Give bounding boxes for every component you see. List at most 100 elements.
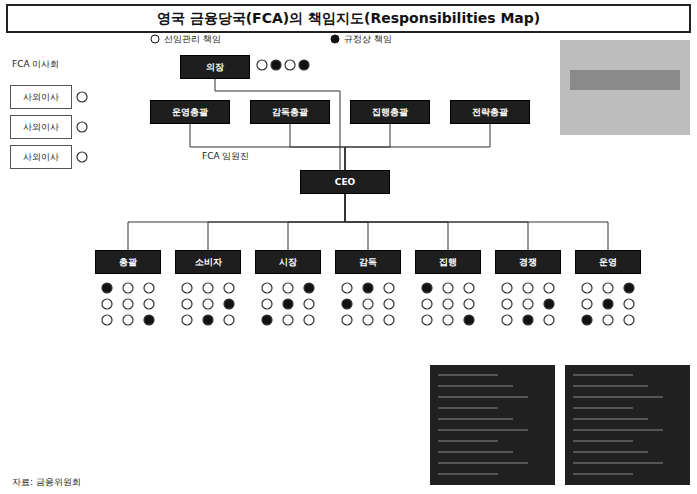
- responsibility-circle: [257, 60, 267, 70]
- screenshot-panel: [565, 365, 690, 485]
- responsibility-circle: [603, 315, 613, 325]
- screen-text-line: [573, 452, 648, 453]
- screen-text-line: [438, 463, 528, 464]
- node-text: 사외이사: [23, 122, 59, 133]
- screen-text-line: [573, 441, 633, 442]
- screen-text-line: [573, 430, 663, 431]
- responsibility-circle: [304, 283, 314, 293]
- role-box: 전략총괄: [450, 100, 530, 124]
- node-text: 전략총괄: [472, 107, 508, 118]
- responsibility-circle: [304, 315, 314, 325]
- role-box: 집행: [415, 250, 481, 274]
- note-label: FCA 이사회: [10, 58, 61, 71]
- responsibility-circle: [523, 283, 533, 293]
- responsibility-circle: [262, 315, 272, 325]
- responsibility-circle: [502, 315, 512, 325]
- org-connector: [288, 194, 345, 250]
- responsibility-circle: [443, 283, 453, 293]
- note-label: FCA 임원진: [200, 150, 251, 163]
- responsibility-circle: [443, 299, 453, 309]
- screen-text-line: [573, 375, 633, 376]
- role-box: 의장: [180, 55, 250, 79]
- role-box: 운영: [575, 250, 641, 274]
- responsibility-circle: [582, 299, 592, 309]
- responsibility-circle: [304, 299, 314, 309]
- responsibility-circle: [384, 299, 394, 309]
- legend-text: 선임관리 책임: [164, 34, 221, 45]
- legend-item: 선임관리 책임: [150, 34, 221, 45]
- responsibility-circle: [203, 283, 213, 293]
- responsibility-circle: [262, 283, 272, 293]
- org-connector: [290, 124, 345, 170]
- screen-text-line: [438, 441, 498, 442]
- responsibility-circle: [283, 315, 293, 325]
- responsibility-circle: [144, 315, 154, 325]
- screen-text-line: [438, 419, 513, 420]
- responsibility-circle: [182, 315, 192, 325]
- responsibility-circle: [299, 60, 309, 70]
- responsibility-circle: [123, 283, 133, 293]
- node-text: CEO: [335, 177, 355, 188]
- legend-symbol: [330, 34, 340, 44]
- org-connector: [345, 124, 490, 170]
- board-box: 사외이사: [10, 85, 72, 109]
- responsibility-circle: [384, 283, 394, 293]
- org-connector: [128, 194, 345, 250]
- responsibility-circle: [102, 283, 112, 293]
- role-box: 집행총괄: [350, 100, 430, 124]
- screen-text-line: [438, 430, 528, 431]
- org-connector: [208, 194, 345, 250]
- responsibility-circle: [624, 283, 634, 293]
- legend-symbol: [150, 34, 160, 44]
- responsibility-circle: [144, 299, 154, 309]
- node-text: 운영: [599, 257, 617, 268]
- responsibility-circle: [544, 315, 554, 325]
- node-text: 집행: [439, 257, 457, 268]
- screen-text-line: [438, 452, 513, 453]
- legend-circle: [331, 35, 339, 43]
- photo-band: [570, 70, 680, 90]
- responsibility-circle: [77, 152, 87, 162]
- responsibility-circle: [363, 299, 373, 309]
- responsibility-circle: [77, 92, 87, 102]
- node-text: 사외이사: [23, 152, 59, 163]
- role-box: CEO: [300, 170, 390, 194]
- responsibility-circle: [102, 299, 112, 309]
- role-box: 감독총괄: [250, 100, 330, 124]
- screen-text-line: [573, 386, 648, 387]
- responsibility-circle: [603, 299, 613, 309]
- responsibility-circle: [502, 299, 512, 309]
- title-bar: 영국 금융당국(FCA)의 책임지도(Responsibilities Map): [6, 4, 691, 33]
- responsibility-circle: [544, 283, 554, 293]
- responsibility-circle: [384, 315, 394, 325]
- responsibility-circle: [123, 315, 133, 325]
- responsibility-circle: [523, 299, 533, 309]
- responsibility-circle: [224, 283, 234, 293]
- responsibility-circle: [502, 283, 512, 293]
- responsibility-circle: [464, 315, 474, 325]
- responsibility-circle: [102, 315, 112, 325]
- responsibility-circle: [224, 315, 234, 325]
- responsibility-circle: [464, 283, 474, 293]
- node-text: 시장: [279, 257, 297, 268]
- responsibility-circle: [262, 299, 272, 309]
- responsibility-circle: [224, 299, 234, 309]
- role-box: 감독: [335, 250, 401, 274]
- role-box: 총괄: [95, 250, 161, 274]
- node-text: 감독총괄: [272, 107, 308, 118]
- responsibility-circle: [77, 122, 87, 132]
- responsibility-circle: [624, 315, 634, 325]
- responsibility-circle: [464, 299, 474, 309]
- screen-text-line: [438, 375, 498, 376]
- responsibility-circle: [144, 283, 154, 293]
- responsibility-circle: [422, 283, 432, 293]
- responsibility-circle: [624, 299, 634, 309]
- responsibility-circle: [342, 283, 352, 293]
- responsibility-circle: [123, 299, 133, 309]
- responsibility-circle: [271, 60, 281, 70]
- legend-item: 규정상 책임: [330, 34, 392, 45]
- responsibility-circle: [342, 315, 352, 325]
- node-text: 의장: [206, 62, 224, 73]
